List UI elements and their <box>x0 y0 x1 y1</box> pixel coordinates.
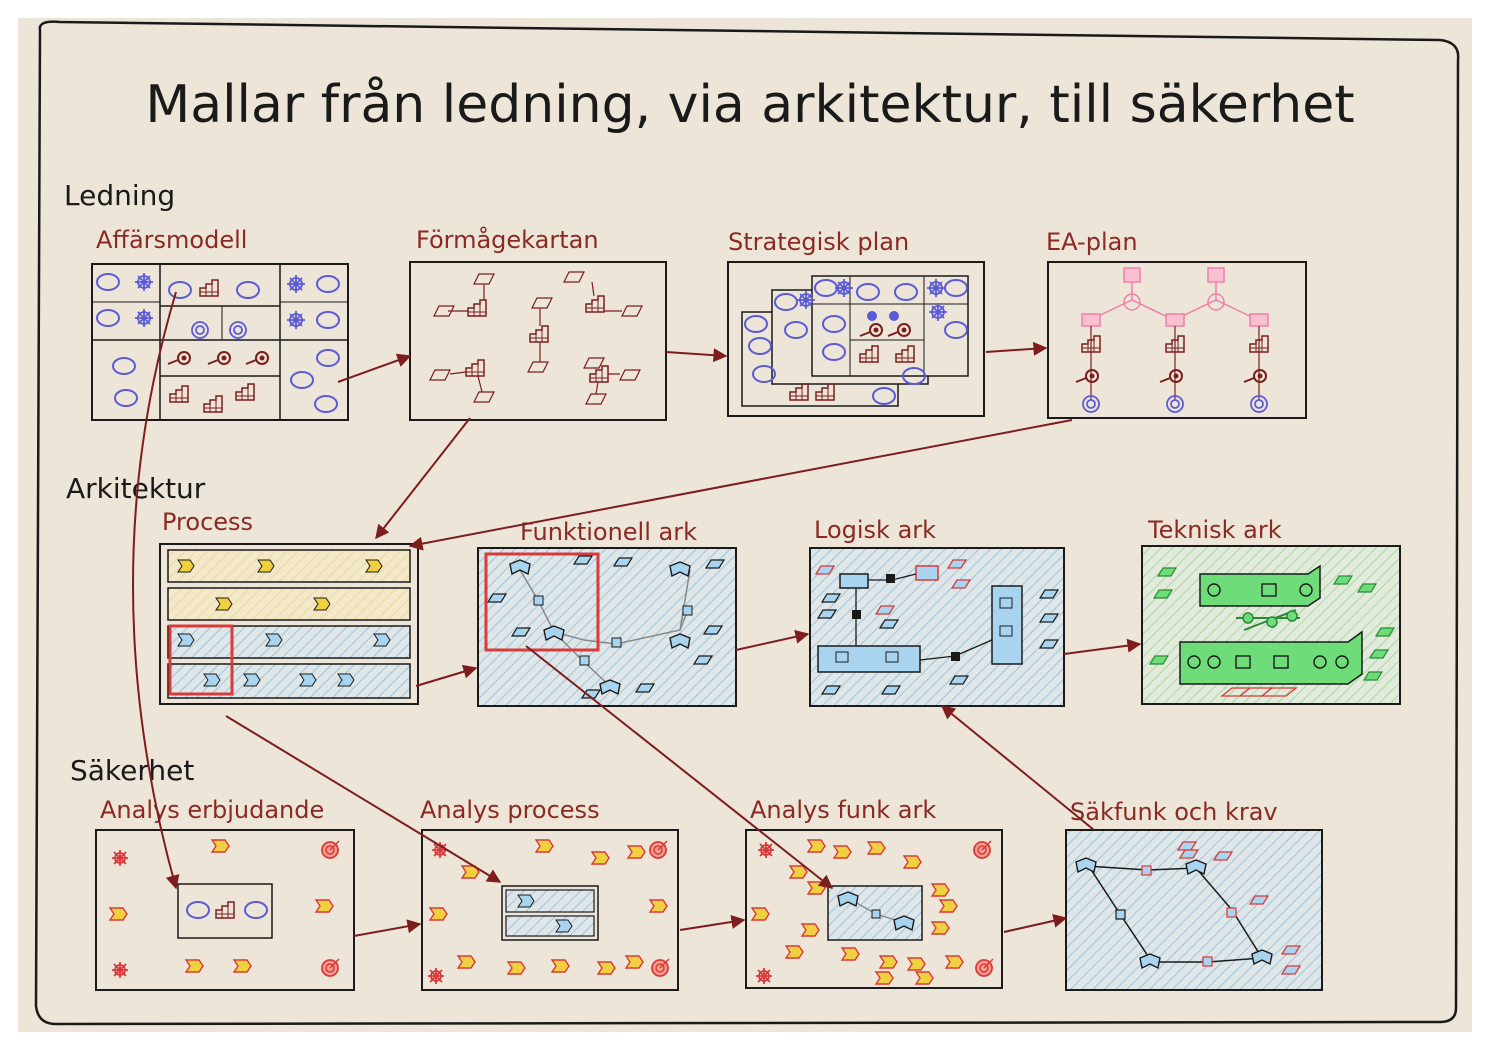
panel-label-process: Process <box>162 508 253 536</box>
flow-arrows <box>132 291 1142 937</box>
arrow-logisk-to-teknisk <box>1063 638 1142 655</box>
panel-label-analys-funk-ark: Analys funk ark <box>750 796 936 824</box>
panel-teknisk-ark <box>1141 545 1401 705</box>
section-heading-sakerhet: Säkerhet <box>70 754 194 787</box>
panel-label-affarsmodell: Affärsmodell <box>96 226 247 254</box>
arrow-strategisk-to-eaplan <box>985 341 1048 356</box>
panel-label-teknisk-ark: Teknisk ark <box>1147 516 1282 544</box>
panel-funktionell-ark <box>477 547 737 707</box>
arrow-analys-process-to-funk <box>679 915 746 931</box>
panel-label-sakfunk-och-krav: Säkfunk och krav <box>1070 798 1278 826</box>
arrow-formagekartan-to-strategisk <box>665 348 728 363</box>
panel-analys-erbjudande <box>95 829 355 991</box>
panel-label-formagekartan: Förmågekartan <box>416 225 599 254</box>
panel-label-strategisk-plan: Strategisk plan <box>728 228 909 256</box>
panel-formagekartan <box>409 261 667 421</box>
panel-analys-process <box>421 829 679 991</box>
arrow-process-to-analys-process <box>225 715 502 883</box>
arrow-analys-erbjudande-to-process <box>353 919 422 937</box>
arrow-formagekartan-to-process <box>375 417 471 540</box>
arrow-affarsmodell-to-analys-erbjudande <box>132 291 180 890</box>
panel-label-analys-process: Analys process <box>420 796 600 824</box>
panel-label-funktionell-ark: Funktionell ark <box>520 518 697 546</box>
panel-ea-plan <box>1047 261 1307 419</box>
page-title: Mallar från ledning, via arkitektur, til… <box>145 75 1354 135</box>
panel-label-analys-erbjudande: Analys erbjudande <box>100 796 324 824</box>
arrow-process-to-funktionell <box>415 664 478 687</box>
panel-label-ea-plan: EA-plan <box>1046 228 1138 256</box>
section-heading-ledning: Ledning <box>64 179 175 212</box>
panel-process <box>159 543 419 705</box>
arrow-funktionell-to-analys-funk <box>525 645 834 889</box>
panel-affarsmodell <box>91 263 349 421</box>
panel-label-logisk-ark: Logisk ark <box>814 516 936 544</box>
outer-frame <box>34 20 1460 1026</box>
arrow-sakfunk-to-logisk <box>940 705 1095 831</box>
panel-analys-funk-ark <box>745 829 1003 989</box>
arrow-affarsmodell-to-formagekartan <box>337 353 412 383</box>
arrow-analys-funk-to-sakfunk <box>1003 913 1068 933</box>
arrow-eaplan-to-process <box>408 419 1073 551</box>
arrow-funktionell-to-logisk <box>735 629 810 651</box>
panel-logisk-ark <box>809 547 1065 707</box>
panel-sakfunk-och-krav <box>1065 829 1323 991</box>
panel-strategisk-plan <box>727 261 985 417</box>
